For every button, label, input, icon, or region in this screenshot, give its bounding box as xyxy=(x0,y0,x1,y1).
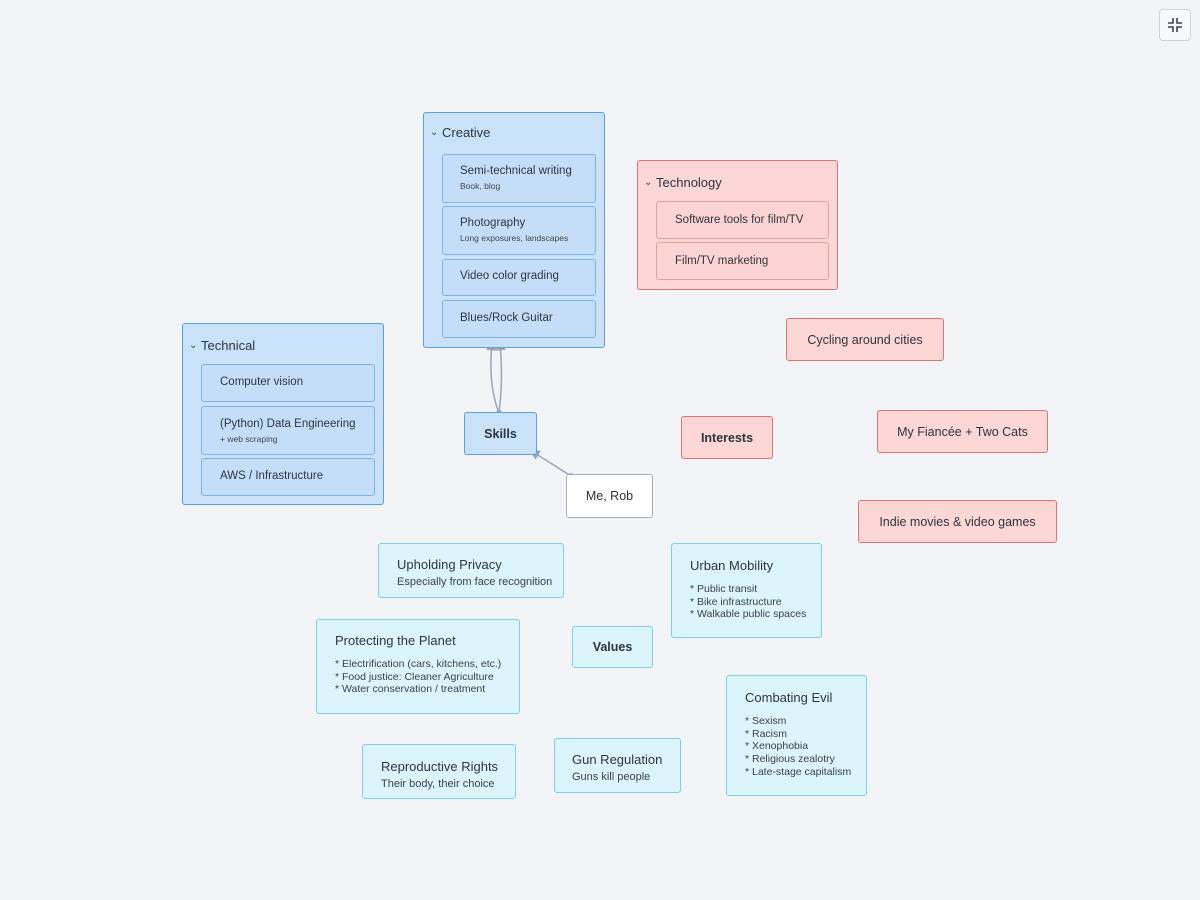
item-title: AWS / Infrastructure xyxy=(220,470,324,482)
value-line: * Xenophobia xyxy=(745,740,809,753)
skills-node-label: Skills xyxy=(484,426,517,441)
value-line: * Electrification (cars, kitchens, etc.) xyxy=(335,658,502,670)
value-guns-node[interactable]: Gun Regulation Guns kill people xyxy=(554,738,681,793)
interest-indie-node[interactable]: Indie movies & video games xyxy=(858,500,1057,543)
item-subtitle: Long exposures, landscapes xyxy=(460,233,569,243)
creative-item-color-grading[interactable]: Video color grading xyxy=(442,259,596,296)
value-title: Urban Mobility xyxy=(690,558,774,573)
technical-group-label: Technical xyxy=(201,338,256,353)
edge-skills-creative-a xyxy=(486,339,500,414)
root-node[interactable]: Me, Rob xyxy=(566,474,653,518)
creative-item-photography[interactable]: Photography Long exposures, landscapes xyxy=(442,206,596,255)
value-desc: Especially from face recognition xyxy=(397,576,553,588)
value-privacy-node[interactable]: Upholding Privacy Especially from face r… xyxy=(378,543,564,598)
value-reproductive-node[interactable]: Reproductive Rights Their body, their ch… xyxy=(362,744,516,799)
item-title: (Python) Data Engineering xyxy=(220,418,356,430)
chevron-down-icon[interactable]: ⌄ xyxy=(644,177,653,188)
technology-item-software-tools[interactable]: Software tools for film/TV xyxy=(656,201,829,239)
interest-cycling-node[interactable]: Cycling around cities xyxy=(786,318,944,361)
technical-item-aws[interactable]: AWS / Infrastructure xyxy=(201,458,375,496)
value-title: Reproductive Rights xyxy=(381,759,499,774)
item-subtitle: + web scraping xyxy=(220,434,278,444)
value-desc: Guns kill people xyxy=(572,771,651,783)
technical-group[interactable]: ⌄ Technical Computer vision (Python) Dat… xyxy=(182,323,384,505)
root-node-label: Me, Rob xyxy=(585,489,634,503)
value-line: * Late-stage capitalism xyxy=(745,765,852,778)
interest-cycling-label: Cycling around cities xyxy=(807,332,923,347)
item-title: Software tools for film/TV xyxy=(675,214,804,226)
technology-group[interactable]: ⌄ Technology Software tools for film/TV … xyxy=(637,160,838,290)
interests-node-label: Interests xyxy=(700,430,754,445)
value-line: * Public transit xyxy=(690,583,758,595)
value-line: * Racism xyxy=(745,727,788,740)
item-title: Video color grading xyxy=(460,270,559,282)
value-title: Protecting the Planet xyxy=(335,633,456,648)
value-lines: * Electrification (cars, kitchens, etc.)… xyxy=(335,658,519,696)
technology-group-label: Technology xyxy=(656,175,722,190)
interests-node[interactable]: Interests xyxy=(681,416,773,459)
technology-item-marketing[interactable]: Film/TV marketing xyxy=(656,242,829,280)
item-title: Computer vision xyxy=(220,376,304,388)
exit-fullscreen-button[interactable] xyxy=(1159,9,1191,41)
technical-item-computer-vision[interactable]: Computer vision xyxy=(201,364,375,402)
value-line: * Food justice: Cleaner Agriculture xyxy=(335,670,494,683)
interest-fiancee-node[interactable]: My Fiancée + Two Cats xyxy=(877,410,1048,453)
value-title: Combating Evil xyxy=(745,690,833,705)
interest-indie-label: Indie movies & video games xyxy=(879,514,1036,529)
value-desc: Their body, their choice xyxy=(381,778,495,790)
value-evil-node[interactable]: Combating Evil * Sexism * Racism * Xenop… xyxy=(726,675,867,796)
item-title: Blues/Rock Guitar xyxy=(460,312,553,324)
item-title: Photography xyxy=(460,217,526,229)
item-title: Film/TV marketing xyxy=(675,255,769,267)
creative-group-header[interactable]: ⌄ Creative xyxy=(430,125,490,140)
value-line: * Religious zealotry xyxy=(745,753,835,766)
value-planet-node[interactable]: Protecting the Planet * Electrification … xyxy=(316,619,520,714)
creative-item-guitar[interactable]: Blues/Rock Guitar xyxy=(442,300,596,338)
collapse-icon xyxy=(1168,18,1182,32)
creative-item-writing[interactable]: Semi-technical writing Book, blog xyxy=(442,154,596,203)
chevron-down-icon[interactable]: ⌄ xyxy=(189,340,198,351)
value-mobility-node[interactable]: Urban Mobility * Public transit * Bike i… xyxy=(671,543,822,638)
item-title: Semi-technical writing xyxy=(460,165,572,177)
value-lines: * Public transit * Bike infrastructure *… xyxy=(690,583,821,621)
values-node[interactable]: Values xyxy=(572,626,653,668)
value-line: * Walkable public spaces xyxy=(690,608,807,621)
interest-fiancee-label: My Fiancée + Two Cats xyxy=(897,424,1028,439)
values-node-label: Values xyxy=(592,640,633,654)
value-title: Upholding Privacy xyxy=(397,557,502,572)
technical-group-header[interactable]: ⌄ Technical xyxy=(189,338,255,353)
value-line: * Water conservation / treatment xyxy=(335,683,486,696)
chevron-down-icon[interactable]: ⌄ xyxy=(430,127,439,138)
value-title: Gun Regulation xyxy=(572,752,663,767)
technical-item-data-engineering[interactable]: (Python) Data Engineering + web scraping xyxy=(201,406,375,455)
creative-group[interactable]: ⌄ Creative Semi-technical writing Book, … xyxy=(423,112,605,348)
item-subtitle: Book, blog xyxy=(460,181,501,191)
creative-group-label: Creative xyxy=(442,125,491,140)
value-line: * Bike infrastructure xyxy=(690,595,782,608)
edge-skills-creative-b xyxy=(495,339,506,414)
skills-node[interactable]: Skills xyxy=(464,412,537,455)
value-lines: * Sexism * Racism * Xenophobia * Religio… xyxy=(745,715,866,779)
technology-group-header[interactable]: ⌄ Technology xyxy=(644,175,722,190)
edge-root-skills xyxy=(529,449,572,477)
value-line: * Sexism xyxy=(745,715,787,727)
